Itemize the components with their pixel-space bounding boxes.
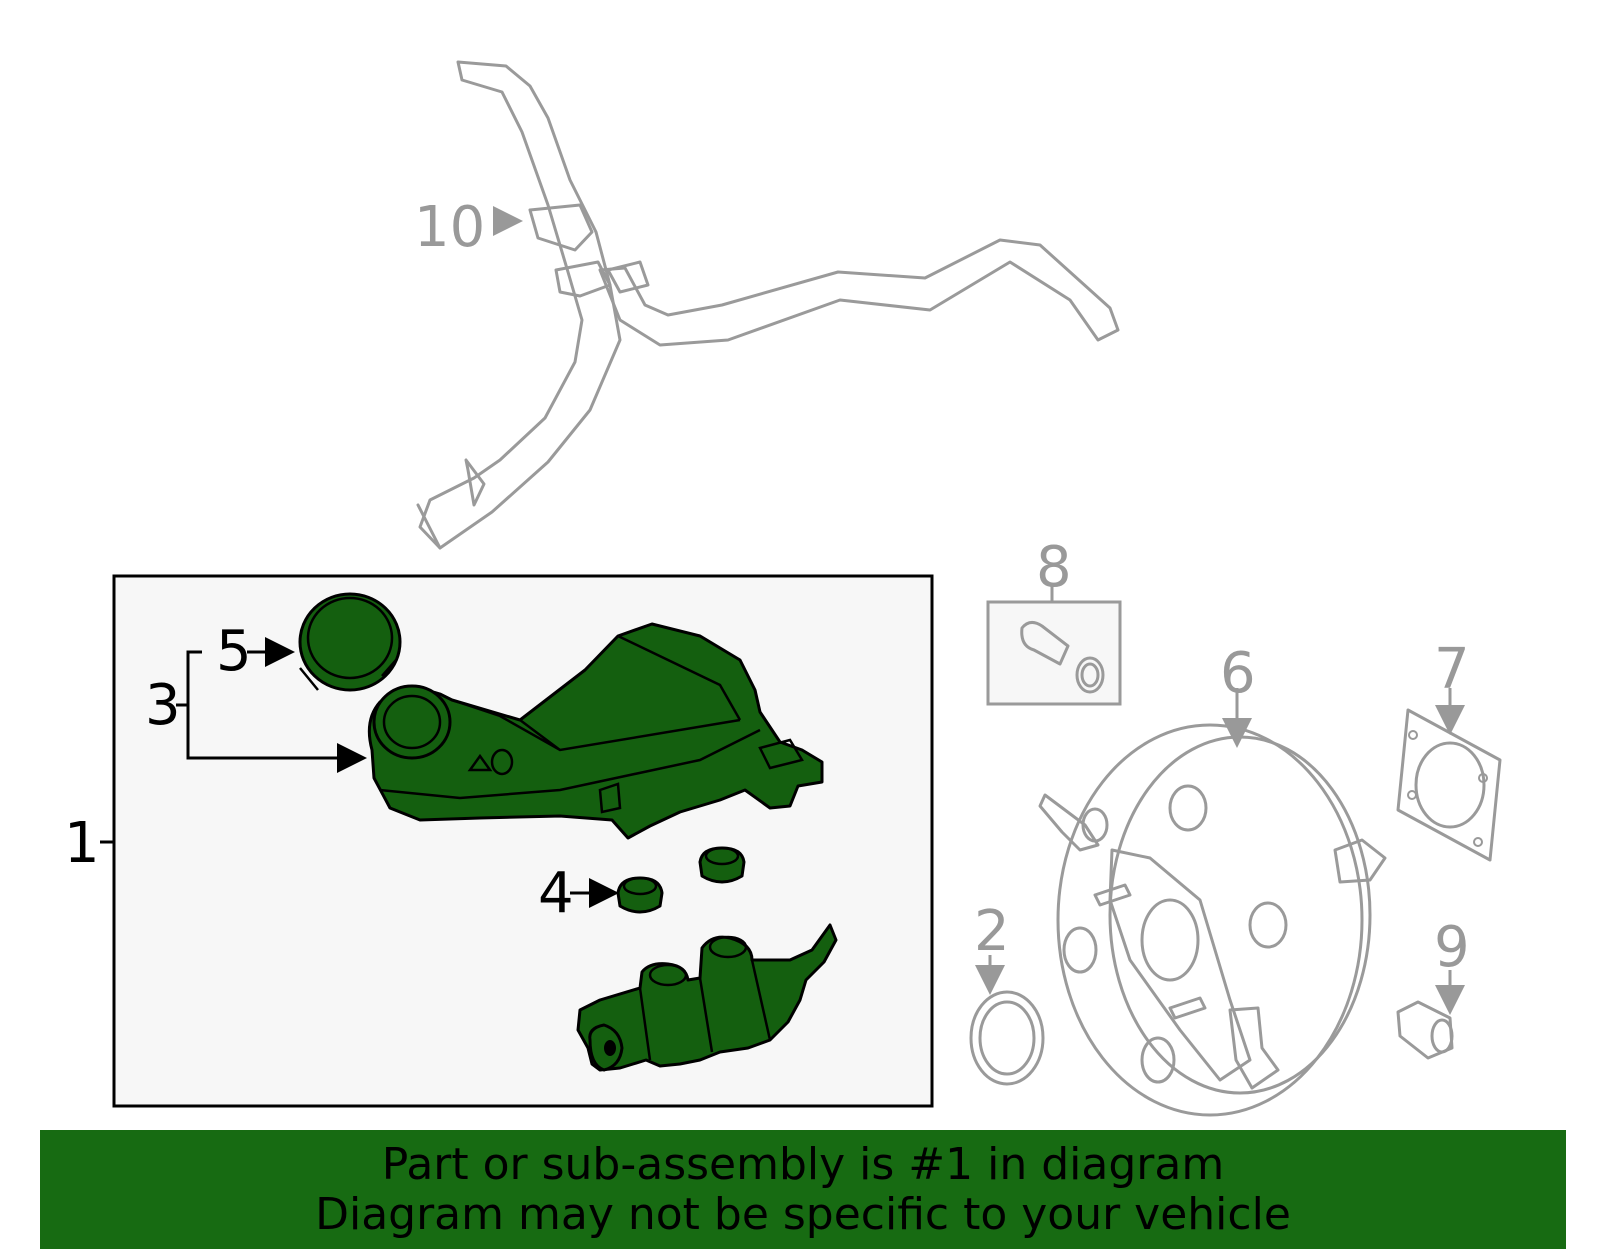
master-cylinder-body[interactable] bbox=[576, 923, 838, 1072]
brake-booster-part-6 bbox=[1038, 688, 1387, 1117]
banner-line-1: Part or sub-assembly is #1 in diagram bbox=[381, 1138, 1225, 1190]
callout-10: 10 bbox=[414, 195, 485, 260]
check-valve-part-9 bbox=[1396, 970, 1465, 1060]
callout-7: 7 bbox=[1434, 637, 1470, 702]
booster-gasket-part-7 bbox=[1396, 688, 1502, 862]
callout-8: 8 bbox=[1036, 535, 1072, 600]
vacuum-hose-part-10 bbox=[416, 60, 1120, 550]
callout-5: 5 bbox=[216, 619, 252, 684]
info-banner: Part or sub-assembly is #1 in diagram Di… bbox=[40, 1130, 1566, 1249]
callout-1: 1 bbox=[64, 811, 100, 876]
reservoir-cap-part-5[interactable] bbox=[298, 592, 402, 692]
callout-6: 6 bbox=[1220, 641, 1256, 706]
banner-line-2: Diagram may not be specific to your vehi… bbox=[315, 1188, 1291, 1240]
assembly-box-part-1 bbox=[112, 574, 934, 1108]
brake-fluid-reservoir-part-3[interactable] bbox=[367, 622, 824, 840]
callout-9: 9 bbox=[1434, 915, 1470, 980]
seal-ring-part-2 bbox=[969, 955, 1045, 1086]
grommet-part-4[interactable] bbox=[616, 846, 746, 914]
screw-kit-part-8 bbox=[986, 586, 1122, 706]
callout-3: 3 bbox=[145, 673, 181, 738]
callout-2: 2 bbox=[974, 899, 1010, 964]
callout-4: 4 bbox=[538, 861, 574, 926]
